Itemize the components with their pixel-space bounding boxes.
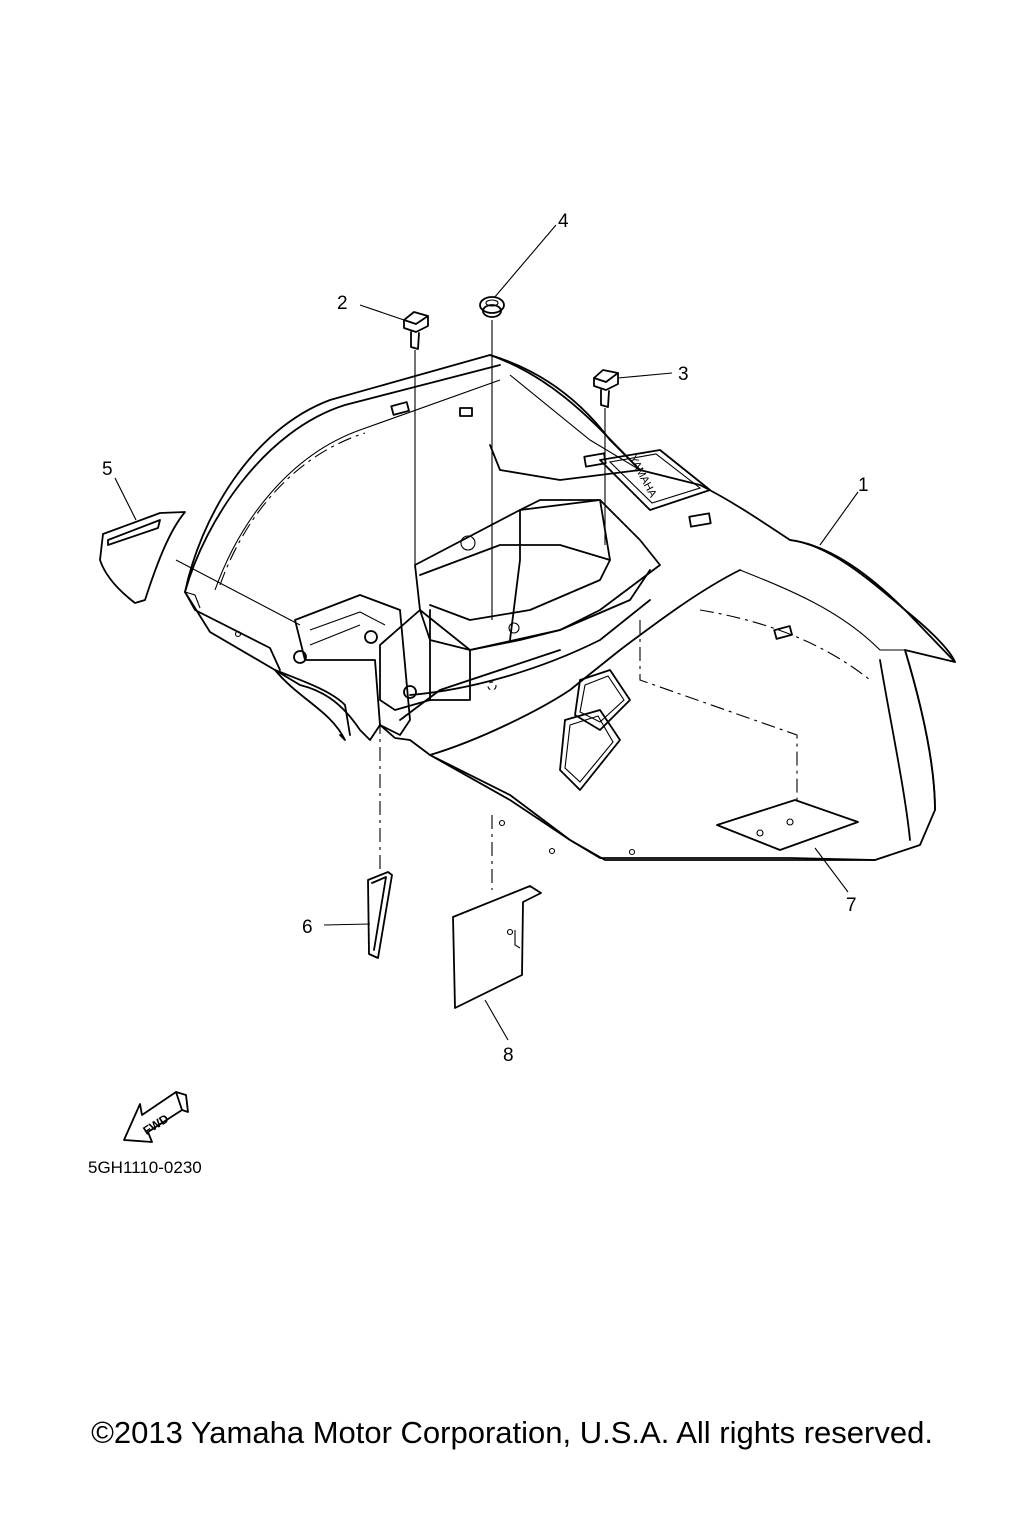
- copyright-notice: ©2013 Yamaha Motor Corporation, U.S.A. A…: [91, 1415, 933, 1450]
- diagram-code: 5GH1110-0230: [88, 1158, 202, 1177]
- grommet-part-4: [479, 296, 505, 620]
- plate-part-7: [639, 620, 859, 851]
- bolt-part-2: [403, 311, 429, 565]
- callout-7: 7: [846, 895, 857, 916]
- callout-4: 4: [558, 211, 569, 232]
- reflector-part-6: [367, 720, 393, 959]
- callout-1: 1: [858, 475, 869, 496]
- bolt-part-3: [593, 369, 619, 545]
- leader-lines: [114, 224, 859, 1041]
- callout-2: 2: [337, 293, 348, 314]
- fwd-arrow-icon: FWD: [123, 1091, 189, 1143]
- callout-6: 6: [302, 917, 313, 938]
- callout-8: 8: [503, 1045, 514, 1066]
- callout-3: 3: [678, 364, 689, 385]
- shield-part-8: [452, 815, 542, 1009]
- callout-5: 5: [102, 459, 113, 480]
- rear-fender-part-1: YAMAHA: [184, 354, 956, 861]
- emblem-part-5: [99, 511, 301, 626]
